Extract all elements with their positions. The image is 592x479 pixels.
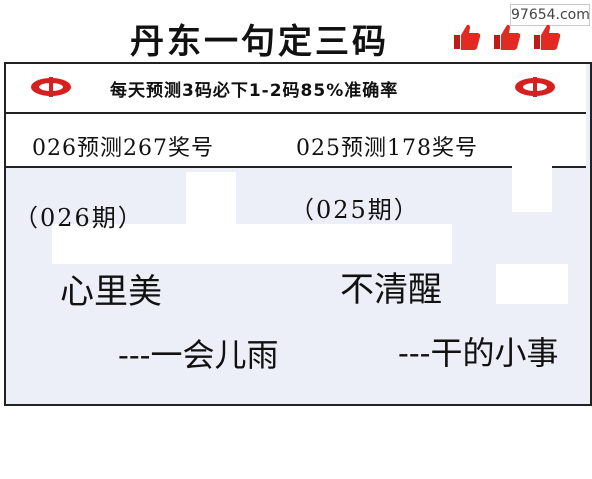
thumbs-up-icon [454, 24, 481, 50]
prediction-right: 025预测178奖号 [296, 136, 478, 161]
issue-right: （025期） [290, 196, 420, 224]
riddle-answer-left: ---一会儿雨 [118, 336, 279, 374]
prediction-band [6, 114, 586, 168]
thumbs-up-icon [494, 24, 521, 50]
riddle-answer-right: ---干的小事 [398, 334, 559, 372]
banner-subtitle: 每天预测3码必下1-2码85%准确率 [110, 81, 399, 101]
page-title: 丹东一句定三码 [130, 22, 389, 62]
issue-left: （026期） [14, 204, 144, 232]
riddle-clue-right: 不清醒 [340, 270, 442, 310]
banner-band [6, 64, 586, 114]
mask-patch [52, 224, 452, 264]
lottery-logo-icon [31, 77, 71, 97]
mask-patch [512, 150, 552, 212]
site-watermark: 97654.com [510, 4, 590, 26]
riddle-clue-left: 心里美 [60, 272, 162, 312]
mask-patch [186, 172, 236, 232]
thumbs-up-icon [534, 24, 561, 50]
mask-patch [496, 264, 568, 304]
lottery-logo-icon [515, 77, 555, 97]
prediction-left: 026预测267奖号 [32, 136, 214, 161]
